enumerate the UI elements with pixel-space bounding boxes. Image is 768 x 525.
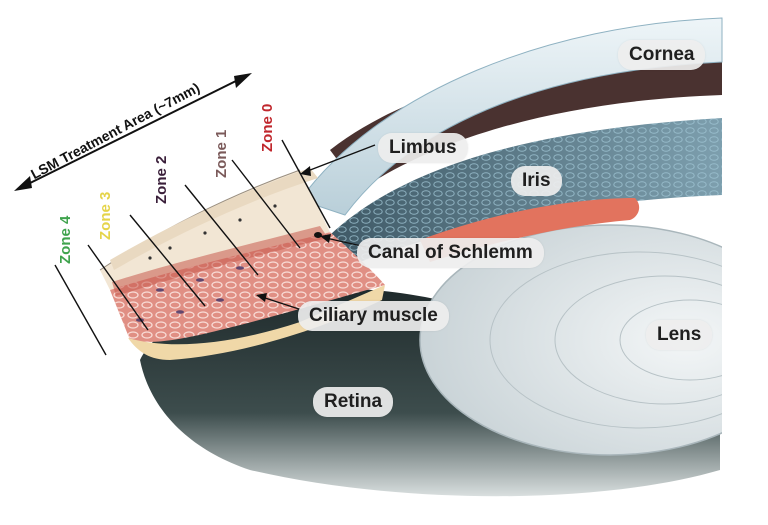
label-cornea: Cornea (618, 40, 706, 70)
label-limbus: Limbus (378, 133, 468, 163)
label-lens: Lens (646, 320, 713, 350)
zone-3-label: Zone 3 (97, 191, 114, 240)
label-iris: Iris (511, 166, 562, 196)
canal-of-schlemm-dot (314, 232, 322, 238)
sclera-wall (100, 170, 330, 290)
zone-divider-lines (54, 139, 331, 356)
zone-0-label: Zone 0 (259, 103, 276, 152)
zone-1-label: Zone 1 (213, 129, 230, 178)
zone-2-label: Zone 2 (153, 155, 170, 204)
label-ciliary-muscle: Ciliary muscle (298, 301, 449, 331)
treatment-area-arrow (14, 73, 252, 191)
label-retina: Retina (313, 387, 394, 417)
label-canal-of-schlemm: Canal of Schlemm (357, 238, 544, 268)
lens-shape (419, 224, 768, 456)
zone-4-label: Zone 4 (57, 215, 74, 264)
